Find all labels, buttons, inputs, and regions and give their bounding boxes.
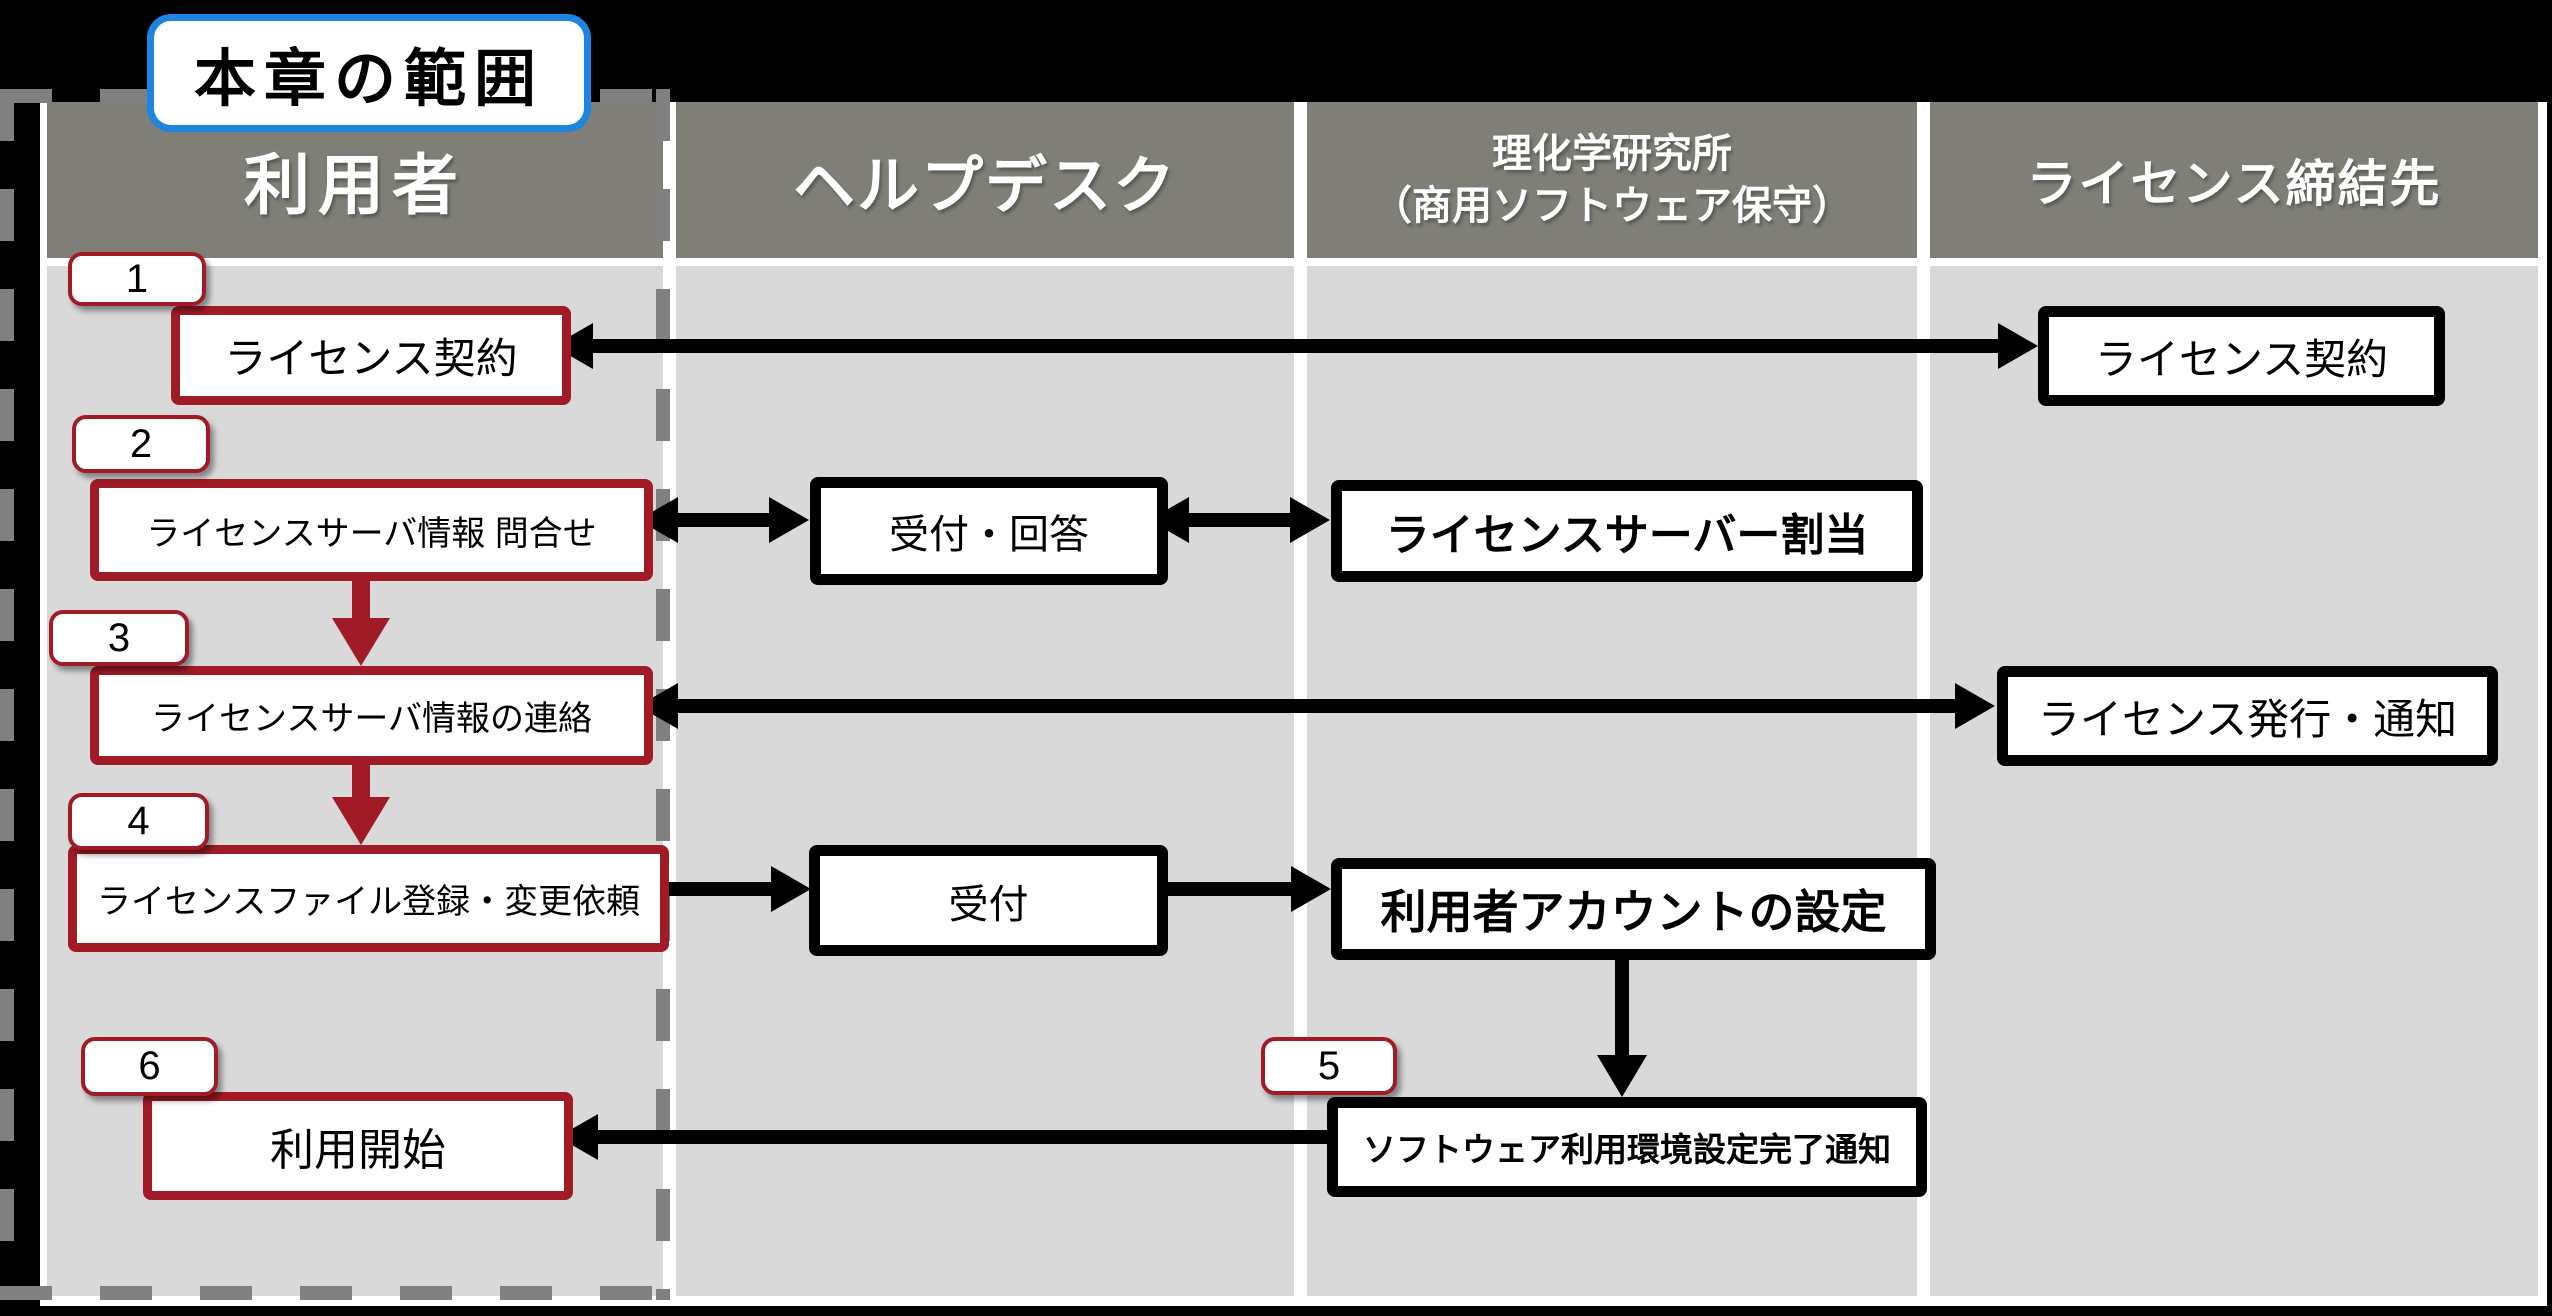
lane-header-riken-label-line2: （商用ソフトウェア保守） — [1372, 184, 1852, 228]
arrow-request-reception-shaft — [653, 882, 775, 896]
scope-dashed-border-bottom — [0, 1286, 670, 1300]
arrow-reception-assignment-shaft — [1185, 513, 1291, 527]
badge-step-4-label: 4 — [127, 799, 150, 843]
node-server-info-notice: ライセンスサーバ情報の連絡 — [90, 666, 653, 765]
arrow-license-contract-right-head — [1998, 323, 2038, 369]
arrow-inquiry-reception-right-head — [769, 497, 809, 543]
node-vendor-license-contract-label: ライセンス契約 — [2094, 335, 2389, 383]
arrow-inquiry-reception-shaft — [674, 513, 770, 527]
arrow-account-completion-shaft — [1615, 936, 1629, 1058]
badge-step-1-label: 1 — [125, 256, 149, 301]
node-server-info-inquiry-label: ライセンスサーバ情報 問合せ — [146, 514, 597, 553]
arrow-step2-step3-head — [332, 618, 390, 666]
node-license-file-request-label: ライセンスファイル登録・変更依頼 — [96, 883, 641, 921]
arrow-license-contract-shaft — [590, 339, 2002, 353]
node-user-license-contract: ライセンス契約 — [171, 306, 571, 405]
node-start-of-use-label: 利用開始 — [270, 1126, 446, 1175]
scope-dashed-border-left — [0, 89, 14, 1300]
lane-body-helpdesk — [676, 266, 1294, 1296]
badge-step-3: 3 — [49, 610, 189, 666]
node-license-file-request: ライセンスファイル登録・変更依頼 — [68, 845, 669, 952]
lane-body-licensor — [1930, 266, 2538, 1296]
node-env-setup-complete-notice-label: ソフトウェア利用環境設定完了通知 — [1363, 1131, 1891, 1168]
badge-step-3-label: 3 — [107, 615, 131, 660]
lane-header-licensor: ライセンス締結先 — [1930, 102, 2538, 258]
badge-step-5-label: 5 — [1317, 1043, 1341, 1088]
node-user-account-setup-label: 利用者アカウントの設定 — [1380, 886, 1887, 938]
arrow-account-completion-head — [1597, 1055, 1647, 1097]
node-license-server-assignment: ライセンスサーバー割当 — [1331, 480, 1923, 582]
badge-step-6-label: 6 — [138, 1044, 161, 1088]
lane-header-user-label: 利用者 — [244, 148, 466, 222]
arrow-reception-account-shaft — [1148, 882, 1295, 896]
lane-header-licensor-label: ライセンス締結先 — [2026, 156, 2442, 212]
arrow-request-reception-head — [771, 866, 811, 912]
badge-step-2-label: 2 — [129, 421, 153, 466]
badge-step-6: 6 — [81, 1037, 218, 1096]
node-helpdesk-reception: 受付 — [809, 845, 1168, 956]
node-license-issue-notice-label: ライセンス発行・通知 — [2037, 695, 2458, 743]
node-vendor-license-contract: ライセンス契約 — [2038, 306, 2445, 406]
lane-header-riken-label-line1: 理化学研究所 — [1492, 132, 1732, 176]
lane-header-riken: 理化学研究所 （商用ソフトウェア保守） — [1307, 102, 1917, 258]
node-server-info-notice-label: ライセンスサーバ情報の連絡 — [151, 700, 592, 738]
badge-step-4: 4 — [68, 793, 209, 850]
node-license-issue-notice: ライセンス発行・通知 — [1997, 666, 2498, 766]
lane-header-helpdesk: ヘルプデスク — [676, 102, 1294, 258]
node-env-setup-complete-notice: ソフトウェア利用環境設定完了通知 — [1327, 1097, 1927, 1197]
node-user-license-contract-label: ライセンス契約 — [224, 335, 518, 382]
lane-header-helpdesk-label: ヘルプデスク — [792, 152, 1177, 221]
node-helpdesk-reception-answer-label: 受付・回答 — [889, 513, 1089, 557]
arrow-completion-start-shaft — [594, 1130, 1329, 1144]
node-helpdesk-reception-answer: 受付・回答 — [810, 477, 1168, 585]
badge-step-2: 2 — [72, 415, 210, 473]
arrow-issue-notice-right-head — [1955, 683, 1995, 729]
node-start-of-use: 利用開始 — [143, 1092, 573, 1200]
arrow-reception-assignment-right-head — [1290, 497, 1330, 543]
arrow-issue-notice-shaft — [674, 699, 1958, 713]
node-helpdesk-reception-label: 受付 — [948, 882, 1029, 927]
badge-step-5: 5 — [1261, 1037, 1397, 1095]
arrow-reception-account-head — [1291, 866, 1331, 912]
node-user-account-setup: 利用者アカウントの設定 — [1331, 858, 1936, 960]
arrow-step3-step4-head — [332, 797, 390, 845]
scope-title: 本章の範囲 — [147, 14, 591, 132]
badge-step-1: 1 — [68, 252, 206, 306]
scope-title-label: 本章の範囲 — [193, 45, 544, 114]
node-server-info-inquiry: ライセンスサーバ情報 問合せ — [90, 479, 653, 581]
node-license-server-assignment-label: ライセンスサーバー割当 — [1385, 511, 1869, 560]
